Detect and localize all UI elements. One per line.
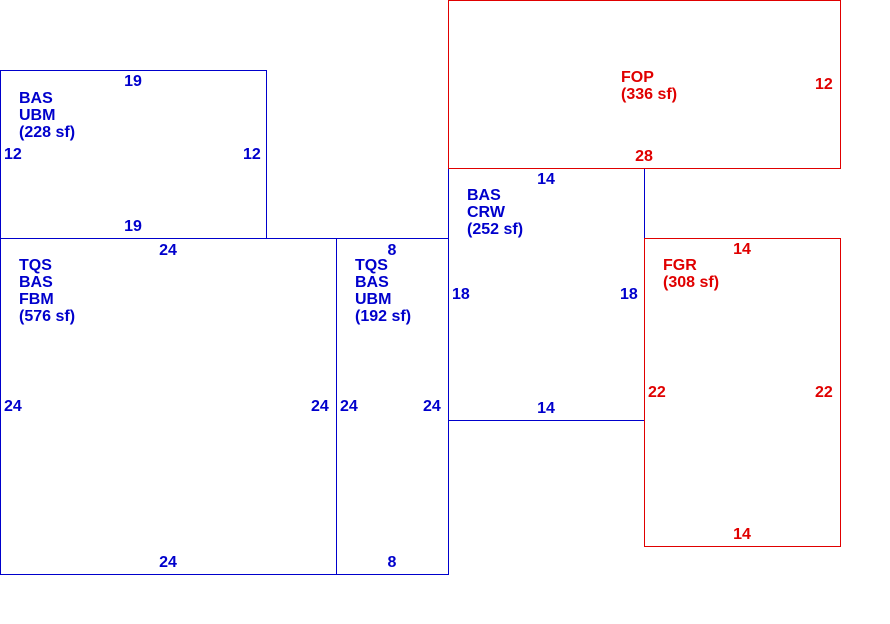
dim-right: 24 xyxy=(423,398,441,415)
area-code: TQS xyxy=(355,257,388,274)
area-code: FGR xyxy=(663,257,697,274)
dim-left: 18 xyxy=(452,286,470,303)
area-label-bas-ubm-upper: BAS UBM (228 sf) xyxy=(19,90,75,141)
dim-top: 24 xyxy=(159,242,177,259)
dim-right: 22 xyxy=(815,384,833,401)
dim-bottom: 14 xyxy=(733,526,751,543)
dim-right: 12 xyxy=(815,76,833,93)
dim-left: 24 xyxy=(4,398,22,415)
dim-bottom: 14 xyxy=(537,400,555,417)
dim-right: 18 xyxy=(620,286,638,303)
dim-bottom: 19 xyxy=(124,218,142,235)
dim-right: 24 xyxy=(311,398,329,415)
area-size: (252 sf) xyxy=(467,221,524,238)
dim-top: 19 xyxy=(124,73,142,90)
area-label-bas-crw: BAS CRW (252 sf) xyxy=(467,187,523,238)
area-label-fop: FOP (336 sf) xyxy=(621,69,677,103)
dim-right: 12 xyxy=(243,146,261,163)
area-label-fgr: FGR (308 sf) xyxy=(663,257,719,291)
area-size: (192 sf) xyxy=(355,308,412,325)
dim-bottom: 24 xyxy=(159,554,177,571)
dim-top: 14 xyxy=(733,241,751,258)
area-code: FOP xyxy=(621,69,654,86)
dim-top: 14 xyxy=(537,171,555,188)
area-code: FBM xyxy=(19,291,54,308)
area-fgr xyxy=(644,238,841,547)
dim-left: 12 xyxy=(4,146,22,163)
dim-left: 24 xyxy=(340,398,358,415)
area-size: (308 sf) xyxy=(663,274,720,291)
dim-top: 8 xyxy=(387,242,397,259)
area-code: TQS xyxy=(19,257,52,274)
area-code: UBM xyxy=(19,107,56,124)
area-size: (336 sf) xyxy=(621,86,678,103)
area-code: BAS xyxy=(467,187,501,204)
area-size: (228 sf) xyxy=(19,124,76,141)
area-fop xyxy=(448,0,841,169)
area-size: (576 sf) xyxy=(19,308,76,325)
dim-bottom: 28 xyxy=(635,148,653,165)
area-code: BAS xyxy=(355,274,389,291)
area-code: UBM xyxy=(355,291,392,308)
area-code: CRW xyxy=(467,204,505,221)
area-code: BAS xyxy=(19,90,53,107)
dim-left: 22 xyxy=(648,384,666,401)
area-code: BAS xyxy=(19,274,53,291)
area-label-tqs-bas-ubm: TQS BAS UBM (192 sf) xyxy=(355,257,411,325)
dim-bottom: 8 xyxy=(387,554,397,571)
area-label-tqs-bas-fbm: TQS BAS FBM (576 sf) xyxy=(19,257,75,325)
